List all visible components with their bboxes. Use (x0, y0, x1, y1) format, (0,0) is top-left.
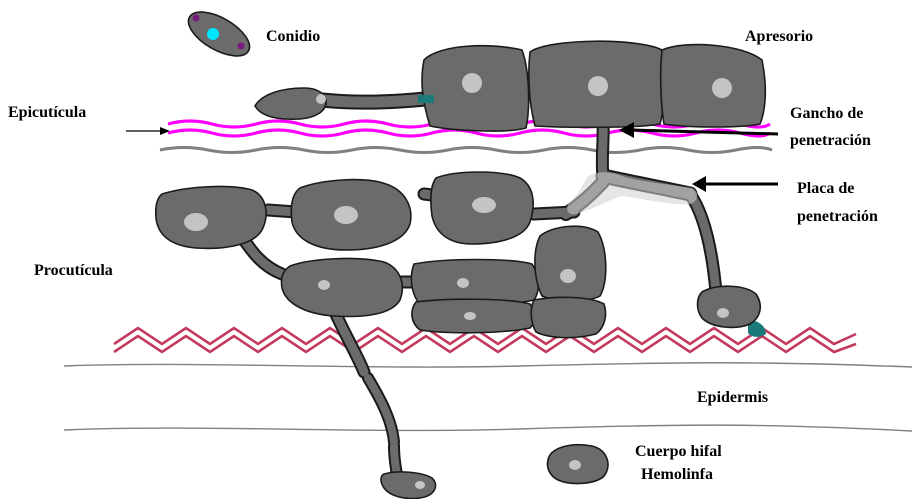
label-conidio: Conidio (266, 28, 320, 45)
penetration-plate-arrow (692, 176, 778, 192)
label-cuerpo-hifal: Cuerpo hifal (635, 443, 722, 460)
epidermis-boundaries (64, 363, 912, 431)
mucilage-patch-appressorium (418, 95, 434, 103)
label-hemolinfa: Hemolinfa (641, 466, 713, 483)
label-placa-line2: penetración (797, 208, 878, 225)
label-placa-line1: Placa de (797, 180, 854, 197)
epicuticle-arrow (126, 127, 170, 135)
label-epicuticula: Epicutícula (8, 104, 86, 121)
label-epidermis: Epidermis (697, 389, 768, 406)
germ-tube-cell (255, 88, 326, 119)
hemolymph-cells (381, 445, 608, 499)
appressorium (422, 41, 765, 131)
label-procuticula: Procutícula (34, 262, 113, 279)
conidium (182, 3, 257, 65)
label-apresorio: Apresorio (745, 28, 813, 45)
label-gancho-line2: penetración (790, 132, 871, 149)
label-gancho-line1: Gancho de (790, 105, 863, 122)
